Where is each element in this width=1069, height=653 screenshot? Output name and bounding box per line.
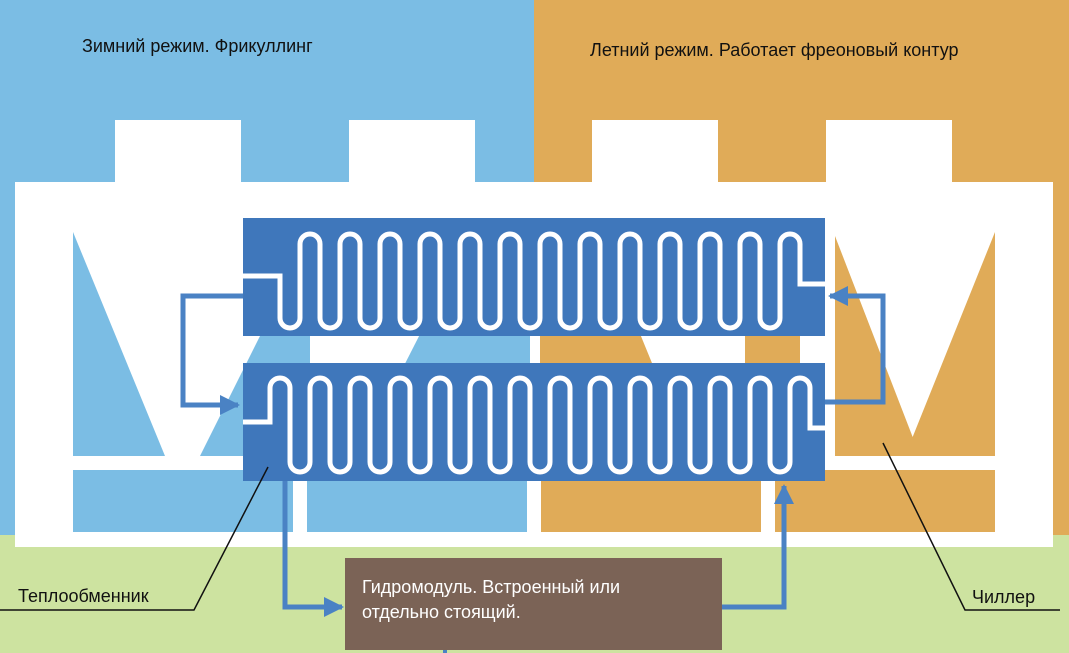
- upper-coil-serpentine: [243, 231, 825, 331]
- hydromodule-line-2: отдельно стоящий.: [362, 602, 521, 622]
- chiller-label: Чиллер: [972, 587, 1036, 607]
- lower-coil-serpentine: [243, 375, 825, 475]
- piping: [180, 286, 886, 653]
- hydromodule-label: Гидромодуль. Встроенный или отдельно сто…: [362, 575, 702, 625]
- upper-heat-exchanger: [243, 218, 825, 336]
- left-loop-pipe: [180, 293, 243, 415]
- return-pipe: [722, 484, 794, 610]
- heat-exchanger-leader: [0, 466, 269, 611]
- supply-pipe: [282, 481, 344, 617]
- heat-exchanger-label: Теплообменник: [18, 586, 149, 606]
- right-loop-pipe: [825, 286, 886, 405]
- hydromodule-line-1: Гидромодуль. Встроенный или: [362, 577, 621, 597]
- lower-heat-exchanger: [243, 363, 825, 481]
- chiller-leader: [882, 442, 1060, 611]
- summer-mode-label: Летний режим. Работает фреоновый контур: [590, 40, 959, 60]
- winter-mode-label: Зимний режим. Фрикуллинг: [82, 36, 313, 56]
- hydromodule-box: [345, 558, 722, 650]
